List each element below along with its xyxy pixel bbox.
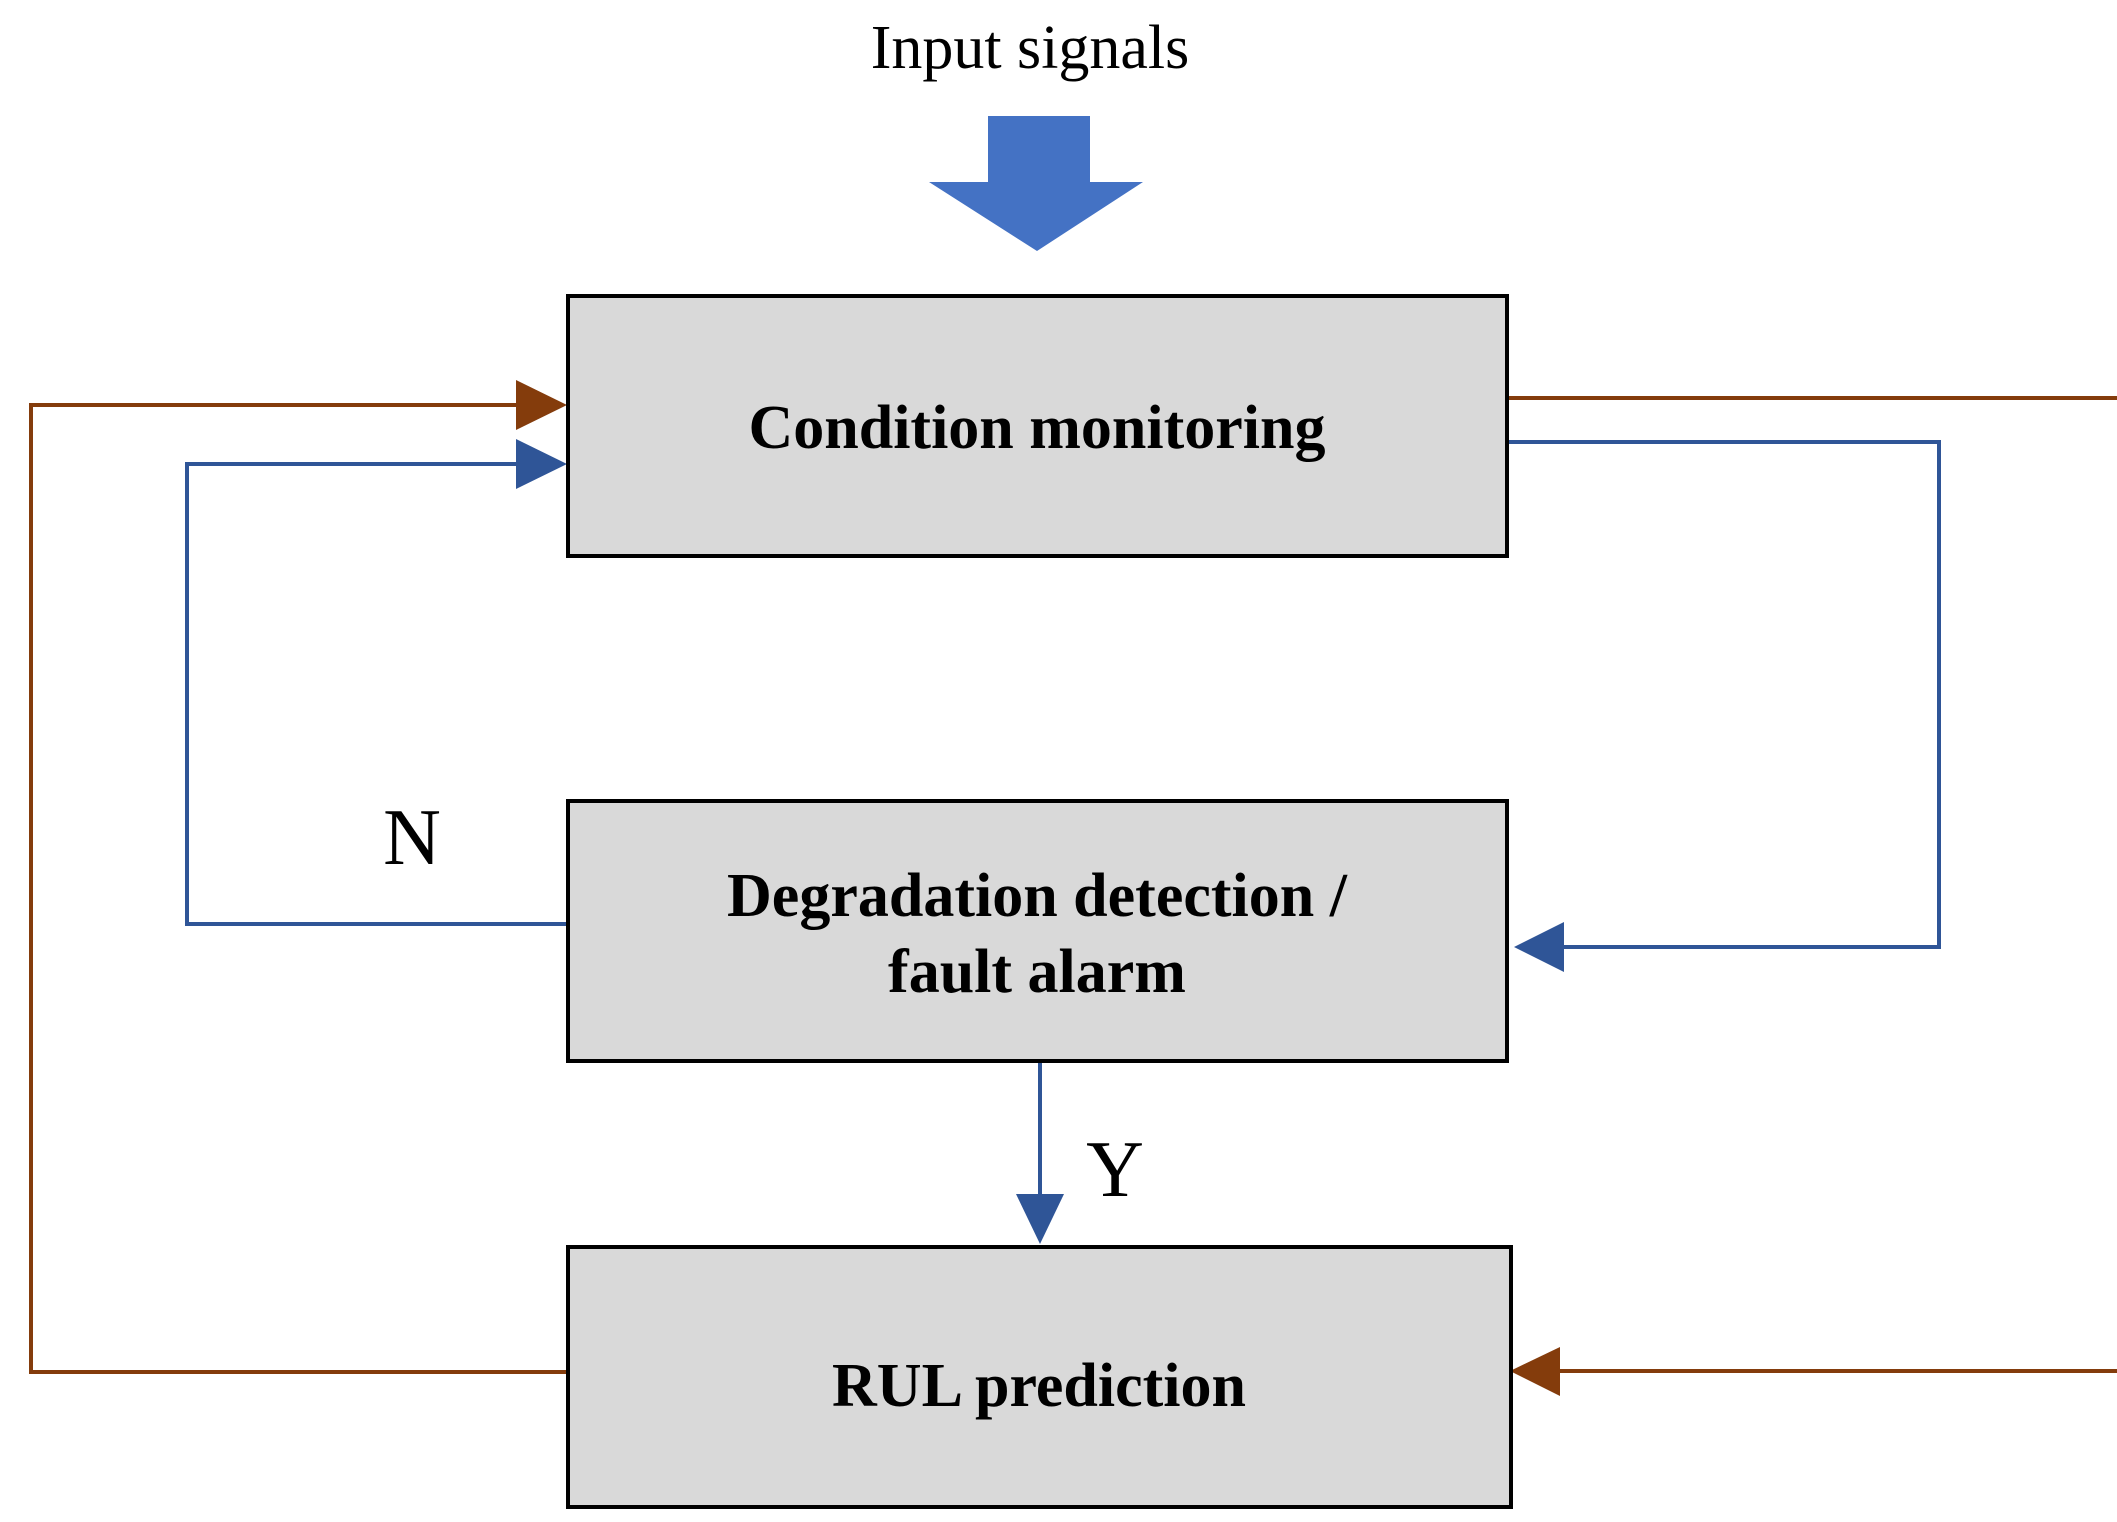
rul-prediction-label: RUL prediction: [832, 1352, 1246, 1420]
condition-monitoring-label: Condition monitoring: [748, 394, 1325, 462]
blue-arrowhead-rul-icon: [1016, 1194, 1064, 1244]
degradation-detection-label-line1: Degradation detection /: [727, 862, 1348, 930]
condition-to-degradation-line: [1505, 440, 1941, 949]
no-branch-label: N: [383, 794, 441, 882]
blue-arrowhead-degradation-icon: [1514, 922, 1564, 972]
blue-arrowhead-condition-icon: [516, 439, 567, 489]
yes-branch-label: Y: [1086, 1126, 1144, 1214]
degradation-detection-box: [566, 799, 1509, 1063]
rul-to-condition-feedback-line: [29, 403, 567, 1374]
brown-arrowhead-rul-icon: [1510, 1347, 1560, 1396]
degradation-detection-label-line2: fault alarm: [888, 938, 1186, 1006]
input-signals-label: Input signals: [871, 14, 1190, 82]
no-branch-line: [185, 462, 578, 926]
condition-monitoring-box: [566, 294, 1509, 558]
input-arrow-icon: [929, 116, 1143, 251]
brown-arrowhead-condition-icon: [516, 380, 567, 430]
rul-prediction-box: [566, 1245, 1513, 1509]
